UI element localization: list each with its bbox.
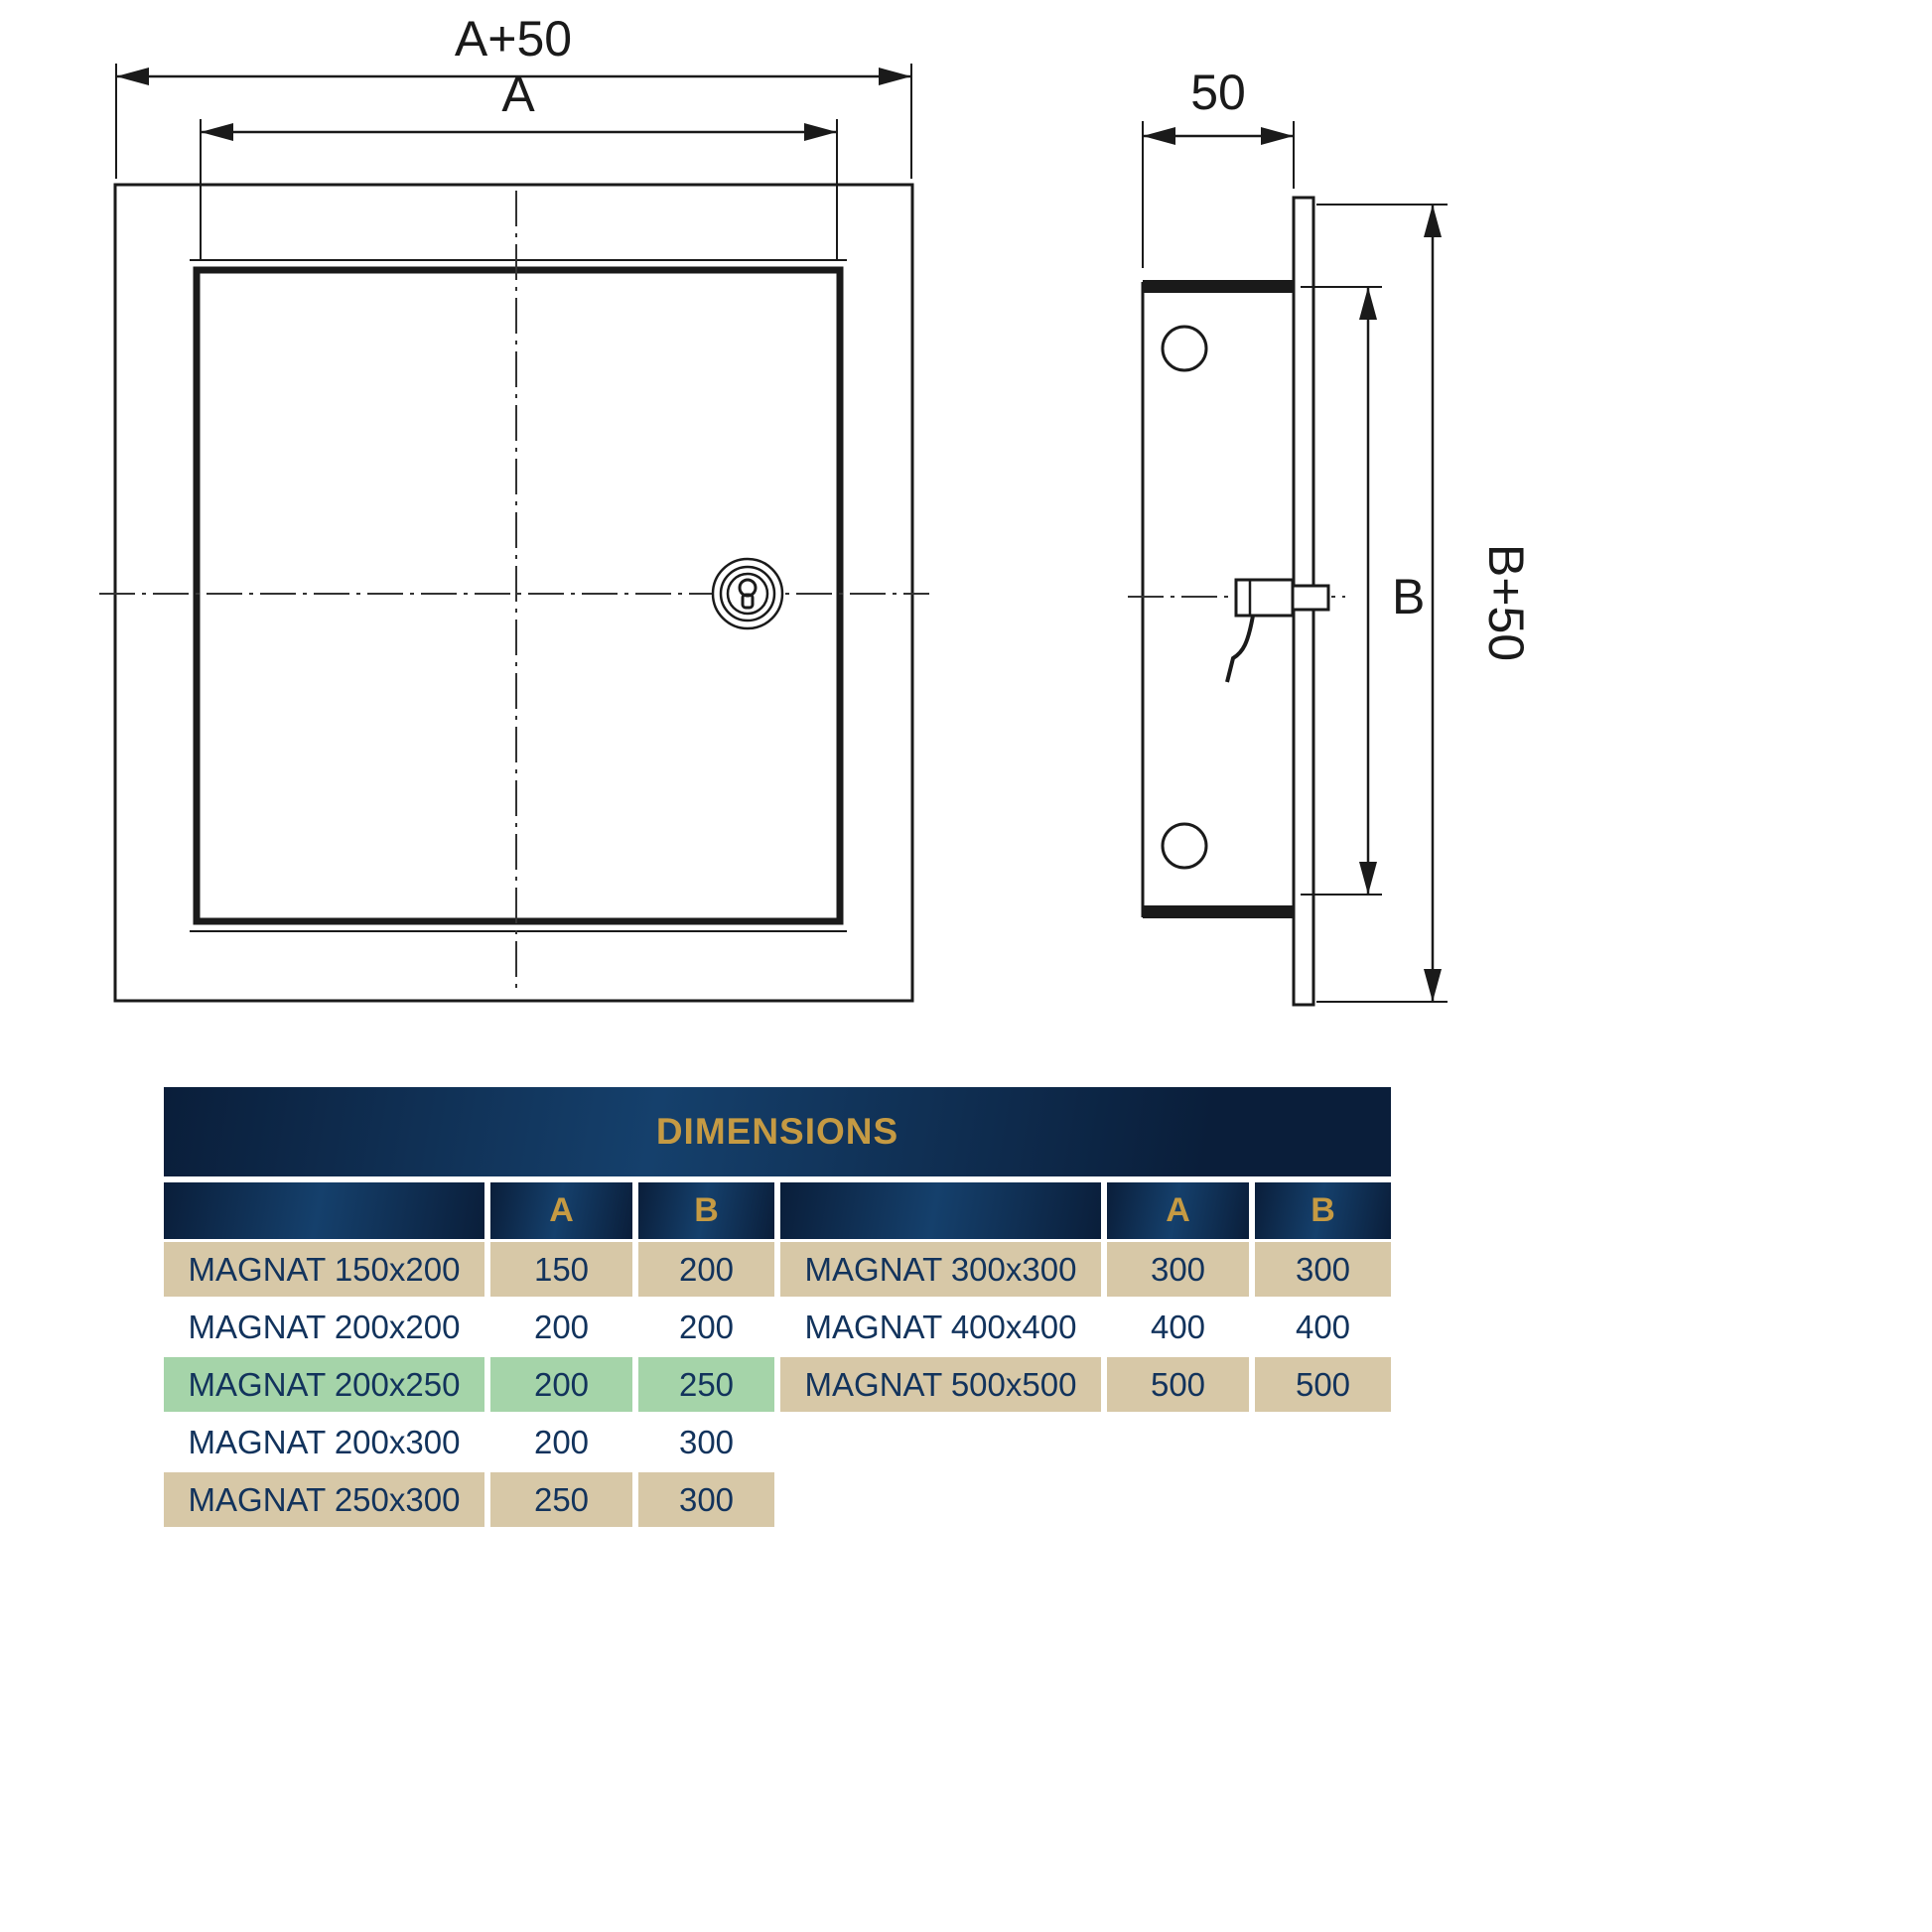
dim-b-cell: 200 [638,1300,774,1354]
dimensions-table: DIMENSIONS A B A B MAGNAT 150x200 150 20… [164,1087,1391,1527]
empty-cell [1107,1472,1249,1527]
dimension-50: 50 [1142,65,1295,268]
empty-cell [1255,1472,1391,1527]
dim-label-b: B [1392,569,1425,624]
dim-a-cell: 500 [1107,1357,1249,1412]
dim-label-a: A [501,67,535,122]
side-frame-bottom-bar [1143,905,1294,918]
empty-cell [1255,1415,1391,1469]
dimension-b-plus-50: B+50 [1316,204,1534,1003]
product-cell: MAGNAT 500x500 [780,1357,1101,1412]
empty-cell [1107,1415,1249,1469]
dim-a-cell: 150 [490,1242,632,1297]
product-cell: MAGNAT 150x200 [164,1242,484,1297]
product-cell: MAGNAT 200x300 [164,1415,484,1469]
dimension-a-plus-50: A+50 [115,11,912,179]
empty-cell [780,1472,1101,1527]
dim-b-cell: 300 [1255,1242,1391,1297]
product-cell: MAGNAT 300x300 [780,1242,1101,1297]
side-view: 50 B B+50 [1128,65,1534,1007]
table-title: DIMENSIONS [164,1087,1391,1176]
header-a-cell-left: A [490,1182,632,1239]
dim-b-cell: 300 [638,1472,774,1527]
latch-mechanism [1225,578,1330,683]
table-title-text: DIMENSIONS [655,1111,899,1152]
dim-a-cell: 300 [1107,1242,1249,1297]
header-b-cell-left: B [638,1182,774,1239]
dim-b-cell: 250 [638,1357,774,1412]
product-cell: MAGNAT 400x400 [780,1300,1101,1354]
magnet-hole-bottom [1161,822,1208,870]
dimension-a: A [200,67,838,260]
dim-a-cell: 200 [490,1300,632,1354]
product-cell: MAGNAT 250x300 [164,1472,484,1527]
dim-label-b-plus-50: B+50 [1478,544,1534,661]
dim-b-cell: 300 [638,1415,774,1469]
dim-b-cell: 200 [638,1242,774,1297]
header-product-cell-left [164,1182,484,1239]
dim-a-cell: 250 [490,1472,632,1527]
magnet-hole-top [1161,325,1208,372]
product-cell-highlighted: MAGNAT 200x250 [164,1357,484,1412]
technical-drawing: A+50 A [99,11,1534,1007]
header-product-cell-right [780,1182,1101,1239]
front-view: A+50 A [99,11,929,1003]
lock-icon [711,557,784,630]
dim-a-cell: 200 [490,1415,632,1469]
dim-label-50: 50 [1190,65,1246,120]
header-a-cell-right: A [1107,1182,1249,1239]
dim-b-cell: 500 [1255,1357,1391,1412]
dimension-b: B [1301,286,1425,896]
product-cell: MAGNAT 200x200 [164,1300,484,1354]
header-b-cell-right: B [1255,1182,1391,1239]
dim-b-cell: 400 [1255,1300,1391,1354]
dim-a-cell: 400 [1107,1300,1249,1354]
empty-cell [780,1415,1101,1469]
dim-a-cell: 200 [490,1357,632,1412]
side-frame-top-bar [1143,280,1294,293]
table-grid: A B A B MAGNAT 150x200 150 200 MAGNAT 30… [164,1182,1391,1527]
dim-label-a-plus-50: A+50 [455,11,572,67]
